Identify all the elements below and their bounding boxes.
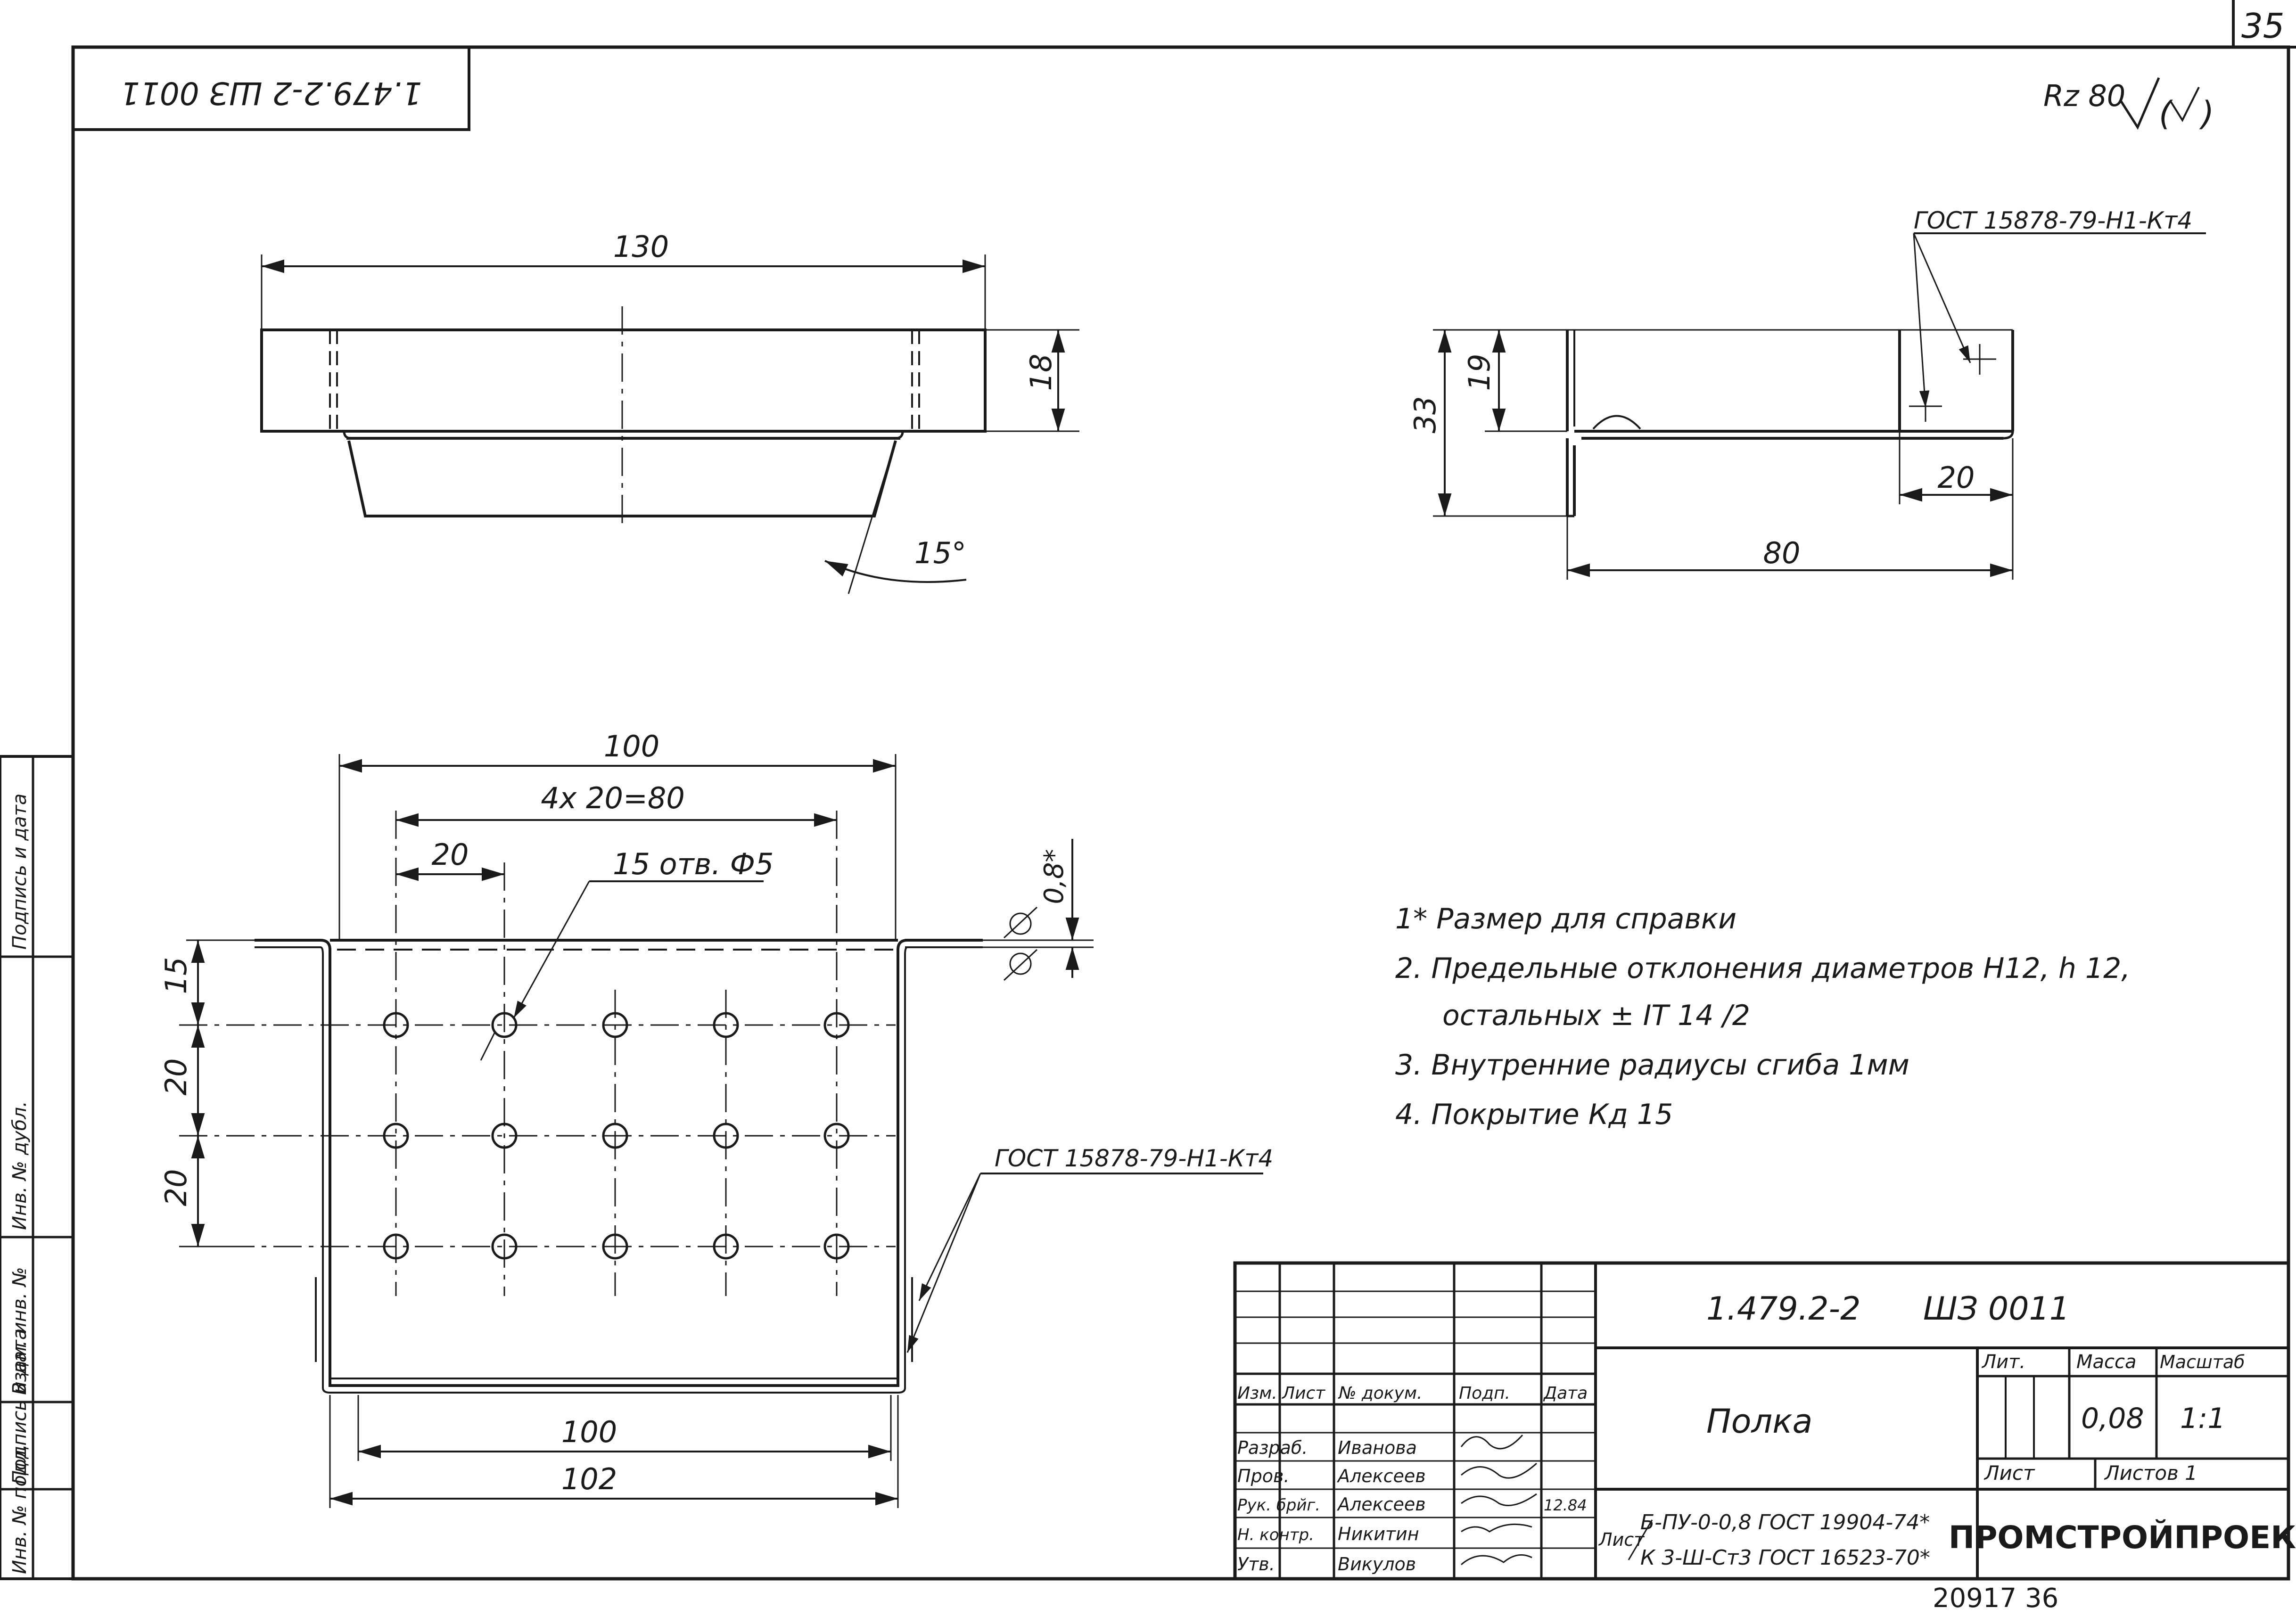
tb-material-1: Б-ПУ-0-0,8 ГОСТ 19904-74*: [1640, 1510, 1930, 1534]
tb-scale-value: 1:1: [2180, 1402, 2226, 1435]
front-dim-angle: 15°: [914, 536, 966, 570]
note-4: 4. Покрытие Кд 15: [1395, 1098, 1673, 1131]
roughness-symbol: Rz 80 ( ): [2043, 77, 2214, 133]
tb-mass-label: Масса: [2076, 1351, 2137, 1373]
plan-dim-20a: 20: [159, 1058, 193, 1096]
svg-text:): ): [2199, 94, 2214, 133]
tb-sheets-label: Листов 1: [2104, 1461, 2197, 1485]
plan-dim-pitch: 4x 20=80: [541, 781, 685, 815]
plan-dim-thickness: 0,8*: [1039, 849, 1070, 904]
tb-row-role-5: Утв.: [1237, 1554, 1275, 1575]
side-dim-20: 20: [1938, 460, 1975, 495]
tb-scale-label: Масштаб: [2160, 1352, 2245, 1372]
side-dim-19: 19: [1462, 354, 1497, 391]
tb-organization: ПРОМСТРОЙПРОЕКТ: [1949, 1519, 2296, 1556]
tb-mass-value: 0,08: [2081, 1402, 2144, 1435]
tb-row-role-2: Пров.: [1237, 1466, 1289, 1486]
plan-dim-100-top: 100: [604, 729, 659, 763]
front-dim-width: 130: [613, 230, 669, 264]
side-view: [1433, 232, 2206, 580]
tb-row-role-1: Разраб.: [1237, 1437, 1308, 1458]
top-stamp: 1.479.2-2 ШЗ 0011: [72, 46, 470, 131]
plan-view: [179, 754, 1263, 1508]
tb-header-date: Дата: [1543, 1384, 1588, 1403]
note-3: 3. Внутренние радиусы сгиба 1мм: [1395, 1049, 1909, 1082]
top-stamp-text: 1.479.2-2 ШЗ 0011: [120, 75, 422, 111]
side-weld-note: ГОСТ 15878-79-Н1-Кт4: [1914, 207, 2192, 234]
tb-row-role-3: Рук. брйг.: [1237, 1496, 1320, 1515]
tb-sheet-label: Лист: [1983, 1461, 2035, 1485]
tb-row-name-4: Никитин: [1338, 1524, 1419, 1544]
tb-doc-number: 1.479.2-2: [1706, 1290, 1860, 1328]
plan-dim-15: 15: [159, 957, 193, 994]
side-stamp-cell-1: Инв. № подл.: [9, 1444, 31, 1574]
note-1: 1* Размер для справки: [1395, 902, 1736, 935]
title-block: [1233, 1261, 2290, 1581]
tb-date-mark: 12.84: [1544, 1496, 1587, 1514]
tb-row-name-3: Алексеев: [1336, 1494, 1426, 1515]
tb-row-name-1: Иванова: [1338, 1437, 1417, 1458]
roughness-value: Rz 80: [2043, 79, 2125, 113]
tb-header-doc: № докум.: [1338, 1384, 1422, 1403]
tb-material-2: К 3-Ш-Ст3 ГОСТ 16523-70*: [1640, 1546, 1930, 1570]
tb-part-name: Полка: [1706, 1402, 1812, 1441]
tb-doc-code: ШЗ 0011: [1923, 1290, 2070, 1328]
front-view: [260, 254, 1079, 594]
tb-header-sign: Подп.: [1459, 1384, 1510, 1403]
plan-dim-102: 102: [561, 1462, 617, 1496]
sheet-number-box: 35: [2232, 0, 2296, 49]
side-stamp-cell-4: Инв. № дубл.: [9, 1101, 31, 1230]
front-dim-height: 18: [1024, 354, 1058, 391]
tb-header-izm: Изм.: [1237, 1384, 1277, 1403]
side-stamp-cell-3: Взам. инв. №: [9, 1267, 31, 1395]
bottom-mark: 20917 36: [1933, 1583, 2058, 1614]
plan-dim-20: 20: [432, 837, 469, 872]
note-2: 2. Предельные отклонения диаметров Н12, …: [1395, 952, 2130, 985]
side-dim-80: 80: [1763, 536, 1801, 570]
tb-row-role-4: Н. контр.: [1237, 1526, 1314, 1544]
tb-header-list: Лист: [1281, 1384, 1325, 1403]
tb-material-prefix: Лист: [1598, 1529, 1645, 1550]
note-2b: остальных ± IT 14 /2: [1442, 999, 1750, 1032]
plan-holes-note: 15 отв. Ф5: [613, 847, 774, 881]
plan-dim-20b: 20: [159, 1169, 193, 1206]
side-dim-33: 33: [1408, 396, 1442, 434]
side-stamp-cell-5: Подпись и дата: [9, 794, 31, 950]
plan-weld-note: ГОСТ 15878-79-Н1-Кт4: [995, 1145, 1273, 1172]
technical-notes: 1* Размер для справки 2. Предельные откл…: [1395, 902, 2130, 1131]
plan-dim-100-bottom: 100: [561, 1415, 617, 1449]
side-stamp: [0, 755, 74, 1580]
tb-row-name-2: Алексеев: [1336, 1466, 1426, 1486]
tb-row-name-5: Викулов: [1338, 1554, 1416, 1575]
svg-text:(: (: [2159, 94, 2173, 133]
sheet-number: 35: [2241, 6, 2285, 46]
side-stamp-cell-2: Подпись и дата: [9, 1329, 31, 1485]
tb-lit-label: Лит.: [1981, 1351, 2025, 1373]
